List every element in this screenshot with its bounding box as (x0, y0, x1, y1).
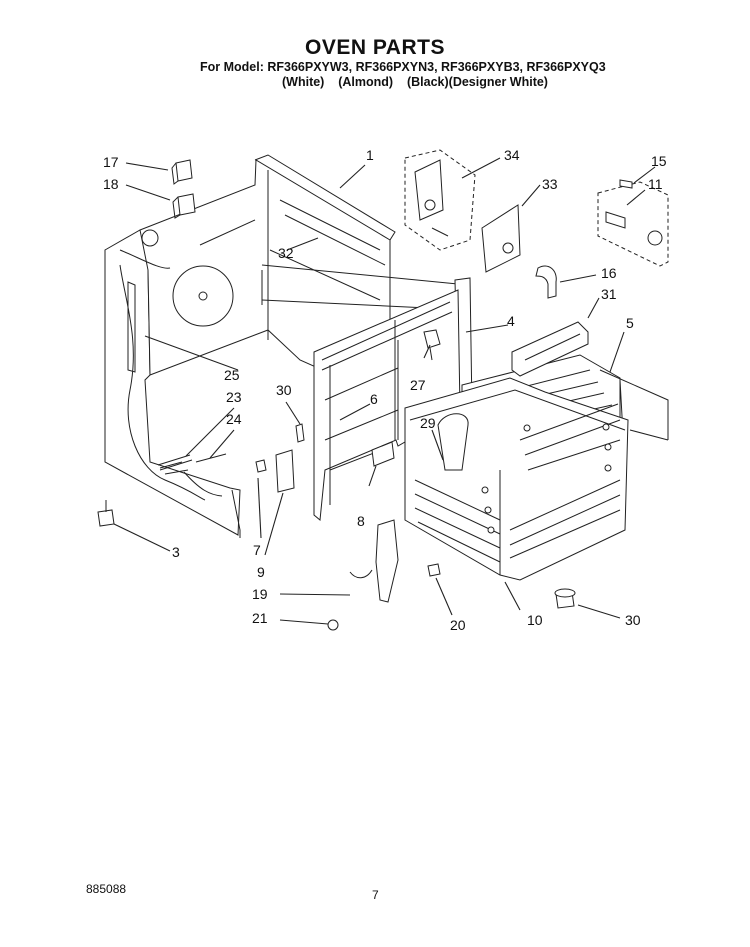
callout-23: 24 (226, 411, 242, 427)
small-parts-drawing (97, 149, 669, 631)
callout-17: 17 (103, 154, 119, 170)
page-title: OVEN PARTS (305, 36, 445, 59)
callout-11: 15 (651, 153, 667, 169)
leader-lines (113, 157, 656, 625)
color-line: (White) (Almond) (Black)(Designer White) (282, 75, 548, 89)
oven-frame-drawing (104, 154, 473, 536)
callout-10: 11 (648, 176, 663, 192)
callout-32: 32 (278, 245, 294, 261)
callout-19: 19 (252, 586, 268, 602)
callout-25: 27 (410, 377, 426, 393)
callout-31: 31 (601, 286, 617, 302)
callout-20: 20 (450, 617, 466, 633)
callout-8: 9 (257, 564, 265, 580)
callout-27: 29 (420, 415, 436, 431)
callout-9: 10 (527, 612, 543, 628)
callout-5: 6 (370, 391, 378, 407)
callout-3: 3 (172, 544, 180, 560)
callout-21: 21 (252, 610, 268, 626)
callout-7: 7 (253, 542, 261, 558)
callout-labels: 17 18 1 34 33 15 11 32 16 31 4 5 25 30 6… (103, 147, 667, 633)
callout-30: 30 (625, 612, 641, 628)
callout-22: 23 (226, 389, 242, 405)
callout-33: 33 (542, 176, 558, 192)
oven-rack-drawing (404, 321, 669, 581)
callout-29: 30 (276, 382, 292, 398)
model-line: For Model: RF366PXYW3, RF366PXYN3, RF366… (200, 60, 606, 74)
document-number: 885088 (86, 882, 127, 896)
callout-24: 25 (224, 367, 240, 383)
callout-6: 5 (626, 315, 634, 331)
callout-34: 34 (504, 147, 520, 163)
callout-15: 8 (357, 513, 365, 529)
callout-18: 18 (103, 176, 119, 192)
callout-4: 4 (507, 313, 515, 329)
callout-16: 16 (601, 265, 617, 281)
callout-1: 1 (366, 147, 374, 163)
page-number: 7 (372, 888, 379, 902)
